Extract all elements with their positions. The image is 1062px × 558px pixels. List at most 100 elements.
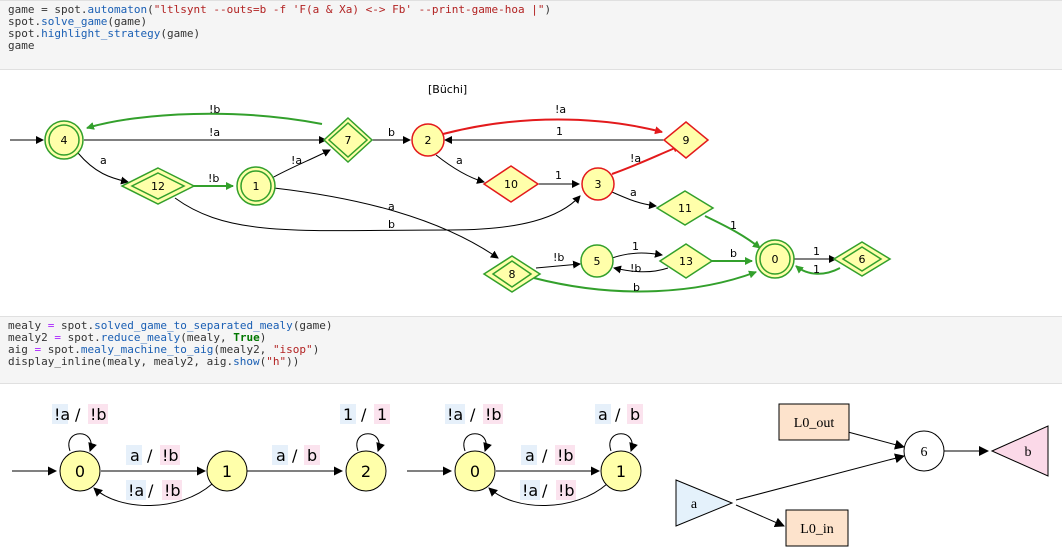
svg-text:!a: !a	[128, 481, 144, 500]
game-node-13: 13	[658, 243, 714, 279]
svg-text:/: /	[292, 446, 298, 465]
mealy2-node-0: 0	[454, 450, 496, 492]
svg-text:b: b	[630, 405, 640, 424]
svg-text:2: 2	[361, 462, 371, 481]
aig-circuit-graph: L0_out L0_in 6 b a	[675, 403, 1049, 547]
mealy1-node-1: 1	[206, 450, 248, 492]
edge-label: !a	[209, 126, 220, 139]
svg-text:a: a	[598, 405, 608, 424]
game-node-9: 9	[662, 121, 710, 159]
game-node-10: 10	[482, 165, 540, 203]
svg-text:/: /	[542, 481, 548, 500]
svg-text:b: b	[307, 446, 317, 465]
code-editor-2[interactable]: mealy = spot.solved_game_to_separated_me…	[8, 319, 333, 368]
game-node-3: 3	[581, 167, 615, 201]
game-node-5: 5	[580, 244, 614, 278]
edge-label: b	[633, 281, 640, 294]
svg-text:!b: !b	[162, 446, 179, 465]
svg-text:b: b	[1025, 445, 1032, 460]
svg-text:!a: !a	[447, 405, 463, 424]
svg-text:3: 3	[595, 178, 602, 191]
mealy1-node-2: 2	[345, 450, 387, 492]
mealy1-loop0-out: !b	[90, 405, 107, 424]
svg-text:!b: !b	[164, 481, 181, 500]
svg-text:8: 8	[509, 268, 516, 281]
game-node-0: 0	[755, 239, 795, 279]
svg-text:/: /	[470, 405, 476, 424]
svg-text:/: /	[75, 405, 81, 424]
edge-label: !b	[553, 251, 564, 264]
game-automaton-graph: [Büchi] !b !a b !a 1 a !b !a a 1 !a a 1 …	[10, 83, 892, 294]
edge-label: 1	[813, 245, 820, 258]
mealy2-loop-0	[463, 433, 492, 452]
svg-text:10: 10	[504, 178, 518, 191]
code-editor-1[interactable]: game = spot.automaton("ltlsynt --outs=b …	[8, 3, 552, 52]
acceptance-label: [Büchi]	[428, 83, 467, 96]
latch-L0-in: L0_in	[785, 509, 849, 547]
edge-label: a	[100, 154, 107, 167]
svg-text:1: 1	[377, 405, 387, 424]
edge-label: 1	[730, 219, 737, 232]
svg-text:5: 5	[594, 255, 601, 268]
game-node-2: 2	[411, 123, 445, 157]
svg-text:/: /	[615, 405, 621, 424]
edge-label: a	[630, 186, 637, 199]
edge-label: 1	[556, 125, 563, 138]
game-node-1: 1	[236, 166, 276, 206]
game-node-7: 7	[322, 116, 374, 164]
edge-13-5	[613, 265, 669, 274]
svg-text:1: 1	[253, 180, 260, 193]
game-node-6: 6	[832, 241, 892, 277]
edge-5-13	[611, 249, 663, 259]
edge-label: !b	[630, 262, 641, 275]
edge-label: 1	[555, 169, 562, 182]
svg-text:0: 0	[470, 462, 480, 481]
svg-text:L0_out: L0_out	[794, 416, 835, 431]
svg-text:11: 11	[678, 202, 692, 215]
edge-label: b	[388, 126, 395, 139]
svg-text:a: a	[276, 446, 286, 465]
svg-text:a: a	[691, 497, 698, 512]
edge-6-0	[795, 265, 841, 275]
edge-label: !a	[555, 103, 566, 116]
edge-7-4	[86, 112, 323, 130]
svg-text:12: 12	[151, 180, 165, 193]
svg-text:4: 4	[61, 134, 68, 147]
latch-L0-out: L0_out	[778, 403, 850, 441]
edge-11-0	[704, 215, 761, 249]
edge-2-10	[435, 154, 485, 184]
edge-label: 1	[632, 240, 639, 253]
edge-label: !a	[630, 152, 641, 165]
output-b: b	[990, 425, 1049, 477]
svg-text:!b: !b	[485, 405, 502, 424]
code-cell-2[interactable]: mealy = spot.solved_game_to_separated_me…	[0, 316, 1062, 384]
svg-text:!a: !a	[522, 481, 538, 500]
edge-label: b	[388, 218, 395, 231]
svg-text:L0_in: L0_in	[800, 522, 833, 537]
edge-1-8	[273, 187, 499, 259]
mealy2-edge-1-0	[488, 483, 608, 506]
edge-8-0	[533, 270, 757, 293]
svg-text:9: 9	[683, 134, 690, 147]
svg-text:13: 13	[679, 255, 693, 268]
svg-text:0: 0	[75, 462, 85, 481]
edge-12-3	[174, 195, 581, 232]
mealy1-loop-0	[68, 433, 97, 452]
mealy2-loop-1	[609, 433, 638, 452]
mealy1-node-0: 0	[59, 450, 101, 492]
svg-text:0: 0	[772, 253, 779, 266]
game-node-12: 12	[120, 167, 196, 205]
reduced-mealy-machine-graph: !a / !b a / !b !a / !b a / b 0 1	[407, 404, 643, 506]
edge-1-7	[271, 149, 331, 179]
game-node-11: 11	[655, 190, 715, 226]
edge-8-5	[535, 260, 581, 269]
game-node-4: 4	[44, 120, 84, 160]
mealy1-edge-1-0	[93, 483, 213, 506]
mealy1-loop-2	[356, 433, 385, 452]
svg-text:2: 2	[425, 134, 432, 147]
edge-label: a	[456, 154, 463, 167]
mealy1-loop0-in: !a	[54, 405, 70, 424]
edge-label: a	[388, 200, 395, 213]
code-cell-1[interactable]: game = spot.automaton("ltlsynt --outs=b …	[0, 0, 1062, 70]
edge-2-9	[442, 118, 663, 135]
